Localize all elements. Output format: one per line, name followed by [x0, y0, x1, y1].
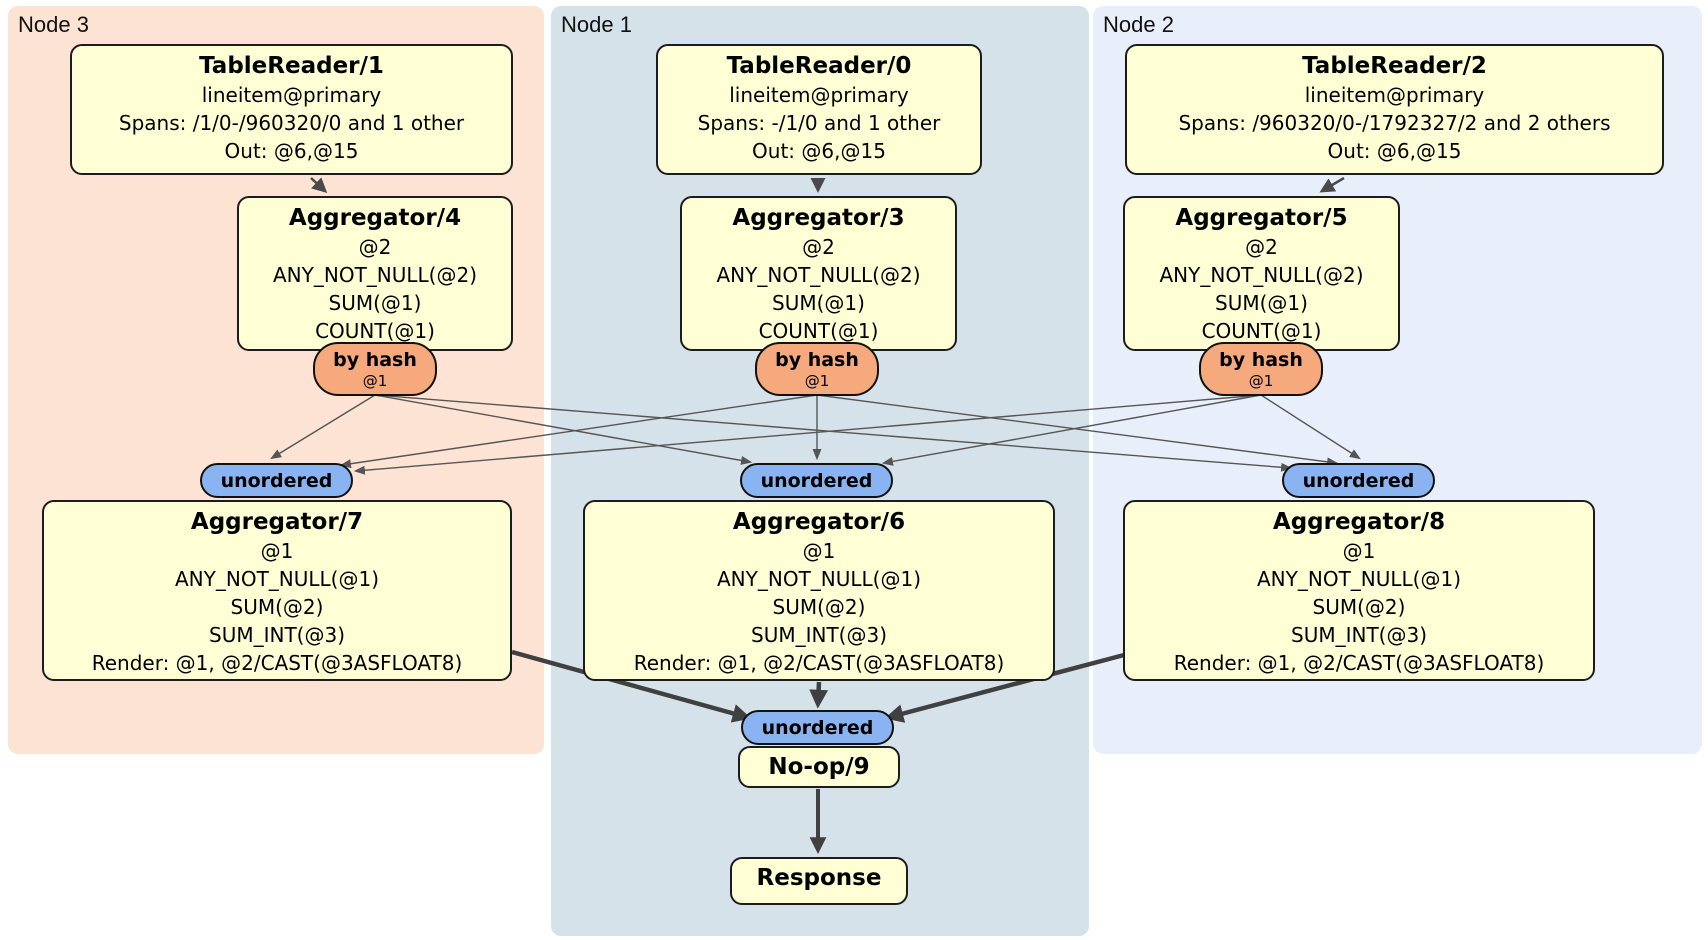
processor-detail: SUM(@2): [1312, 595, 1406, 619]
edge-agg8-unnoop: [884, 652, 1125, 723]
processor-detail: SUM_INT(@3): [209, 623, 345, 647]
router-by-hash-node2: by hash @1: [1199, 342, 1323, 396]
router-key: @1: [804, 372, 830, 390]
edge-agg6-unnoop: [809, 681, 829, 709]
processor-detail: Spans: -/1/0 and 1 other: [697, 111, 941, 135]
processor-detail: COUNT(@1): [758, 319, 879, 343]
processor-detail: Out: @6,@15: [224, 139, 359, 163]
processor-detail: Render: @1, @2/CAST(@3ASFLOAT8): [91, 651, 463, 675]
processor-title: TableReader/0: [726, 53, 912, 79]
processor-title: Aggregator/7: [190, 509, 364, 535]
processor-detail: ANY_NOT_NULL(@1): [717, 567, 921, 591]
processor-tablereader-1: TableReader/1 lineitem@primary Spans: /1…: [70, 44, 513, 175]
processor-detail: @1: [802, 539, 836, 563]
synchronizer-unordered-node2: unordered: [1282, 463, 1435, 498]
processor-title: Aggregator/6: [732, 509, 906, 535]
processor-detail: Spans: /960320/0-/1792327/2 and 2 others: [1178, 111, 1611, 135]
processor-detail: @2: [802, 235, 835, 259]
processor-tablereader-0: TableReader/0 lineitem@primary Spans: -/…: [656, 44, 982, 175]
processor-detail: @1: [260, 539, 294, 563]
processor-title: Aggregator/4: [288, 205, 462, 231]
synchronizer-unordered-noop: unordered: [741, 710, 894, 745]
router-by-hash-node3: by hash @1: [313, 342, 437, 396]
processor-detail: SUM_INT(@3): [1291, 623, 1427, 647]
edge-hash2-un3: [353, 394, 1262, 475]
processor-title: TableReader/2: [1302, 53, 1487, 79]
processor-aggregator-3: Aggregator/3 @2 ANY_NOT_NULL(@2) SUM(@1)…: [680, 196, 957, 351]
processor-aggregator-8: Aggregator/8 @1 ANY_NOT_NULL(@1) SUM(@2)…: [1123, 500, 1595, 681]
router-key: @1: [362, 372, 388, 390]
processor-detail: ANY_NOT_NULL(@2): [273, 263, 477, 287]
edge-hash3-un1: [374, 394, 753, 465]
processor-title: TableReader/1: [199, 53, 384, 79]
processor-detail: Out: @6,@15: [752, 139, 886, 163]
synchronizer-label: unordered: [760, 470, 873, 492]
synchronizer-label: unordered: [220, 470, 333, 492]
edge-hash1-un2: [816, 394, 1339, 467]
edge-hash2-un1: [881, 394, 1262, 466]
node-label: Node 3: [18, 12, 89, 37]
processor-detail: SUM(@2): [772, 595, 866, 619]
processor-title: Aggregator/5: [1175, 205, 1348, 231]
processor-detail: COUNT(@1): [315, 319, 435, 343]
processor-detail: @1: [1342, 539, 1376, 563]
processor-tablereader-2: TableReader/2 lineitem@primary Spans: /9…: [1125, 44, 1664, 175]
processor-detail: ANY_NOT_NULL(@1): [1257, 567, 1461, 591]
processor-detail: @2: [358, 235, 392, 259]
processor-detail: ANY_NOT_NULL(@2): [716, 263, 921, 287]
processor-detail: Out: @6,@15: [1327, 139, 1462, 163]
router-label: by hash: [1219, 349, 1303, 371]
router-key: @1: [1248, 372, 1274, 390]
synchronizer-label: unordered: [1302, 470, 1415, 492]
processor-detail: SUM(@2): [230, 595, 324, 619]
processor-detail: Render: @1, @2/CAST(@3ASFLOAT8): [1173, 651, 1545, 675]
processor-detail: ANY_NOT_NULL(@2): [1159, 263, 1364, 287]
router-by-hash-node1: by hash @1: [755, 342, 879, 396]
edge-hash2-un2: [1260, 394, 1361, 460]
processor-title: Aggregator/3: [732, 205, 905, 231]
processor-detail: SUM(@1): [328, 291, 422, 315]
processor-detail: Spans: /1/0-/960320/0 and 1 other: [118, 111, 465, 135]
router-label: by hash: [775, 349, 859, 371]
processor-detail: lineitem@primary: [201, 83, 382, 107]
processor-detail: SUM_INT(@3): [751, 623, 887, 647]
edge-hash3-un3: [270, 394, 376, 460]
processor-response: Response: [730, 857, 908, 905]
processor-noop-9: No-op/9: [738, 746, 900, 788]
processor-aggregator-7: Aggregator/7 @1 ANY_NOT_NULL(@1) SUM(@2)…: [42, 500, 512, 681]
router-label: by hash: [333, 349, 417, 371]
processor-title: Aggregator/8: [1272, 509, 1446, 535]
processor-detail: SUM(@1): [772, 291, 865, 315]
processor-detail: lineitem@primary: [1304, 83, 1485, 107]
processor-aggregator-6: Aggregator/6 @1 ANY_NOT_NULL(@1) SUM(@2)…: [583, 500, 1055, 681]
processor-detail: SUM(@1): [1215, 291, 1308, 315]
processor-aggregator-5: Aggregator/5 @2 ANY_NOT_NULL(@2) SUM(@1)…: [1123, 196, 1400, 351]
processor-aggregator-4: Aggregator/4 @2 ANY_NOT_NULL(@2) SUM(@1)…: [237, 196, 513, 351]
synchronizer-unordered-node1: unordered: [740, 463, 893, 498]
processor-detail: COUNT(@1): [1201, 319, 1322, 343]
processor-title: Response: [756, 865, 882, 891]
edge-agg7-unnoop: [511, 649, 752, 723]
processor-detail: Render: @1, @2/CAST(@3ASFLOAT8): [633, 651, 1005, 675]
edge-hash1-un3: [339, 394, 818, 469]
synchronizer-unordered-node3: unordered: [200, 463, 353, 498]
processor-detail: lineitem@primary: [729, 83, 909, 107]
processor-detail: @2: [1245, 235, 1278, 259]
node-label: Node 2: [1103, 12, 1174, 37]
node-label: Node 1: [561, 12, 632, 37]
processor-detail: ANY_NOT_NULL(@1): [175, 567, 379, 591]
synchronizer-label: unordered: [761, 717, 874, 739]
processor-title: No-op/9: [768, 754, 870, 780]
edge-tr2-agg5: [1319, 176, 1345, 193]
edge-tr1-agg4: [310, 177, 328, 194]
